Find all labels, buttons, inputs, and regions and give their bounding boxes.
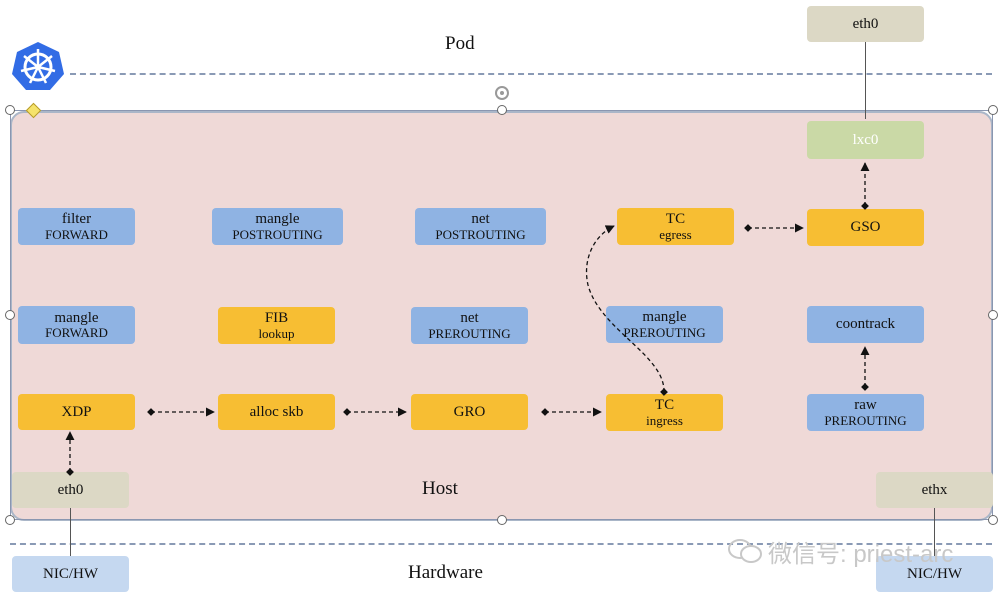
nic-left-link-line xyxy=(70,508,71,556)
resize-handle-bottom-center[interactable] xyxy=(497,515,507,525)
host-label: Host xyxy=(422,478,458,499)
host-ethx-label: ethx xyxy=(921,481,948,498)
resize-handle-top-right[interactable] xyxy=(988,105,998,115)
mangle-forward-title: mangle xyxy=(54,309,99,326)
pod-separator-line xyxy=(70,73,992,75)
host-eth0-label: eth0 xyxy=(57,481,84,498)
filter-forward-box[interactable]: filter FORWARD xyxy=(18,208,135,245)
pod-eth0-label: eth0 xyxy=(852,15,879,32)
tc-egress-title: TC xyxy=(665,211,686,228)
fib-lookup-subtitle: lookup xyxy=(258,325,295,341)
hardware-label: Hardware xyxy=(408,562,483,583)
resize-handle-middle-right[interactable] xyxy=(988,310,998,320)
watermark-text: 微信号: priest-arc xyxy=(768,540,954,568)
net-prerouting-subtitle: PREROUTING xyxy=(428,325,511,341)
tc-ingress-title: TC xyxy=(654,397,675,414)
conntrack-label: coontrack xyxy=(835,316,896,333)
conntrack-box[interactable]: coontrack xyxy=(807,306,924,343)
tc-ingress-box[interactable]: TC ingress xyxy=(606,394,723,431)
tc-ingress-subtitle: ingress xyxy=(646,412,683,428)
host-eth0-box[interactable]: eth0 xyxy=(12,472,129,508)
resize-handle-middle-left[interactable] xyxy=(5,310,15,320)
nic-right-box[interactable]: NIC/HW xyxy=(876,556,993,592)
nic-left-box[interactable]: NIC/HW xyxy=(12,556,129,592)
xdp-label: XDP xyxy=(61,403,92,420)
mangle-forward-box[interactable]: mangle FORWARD xyxy=(18,306,135,344)
lxc0-box[interactable]: lxc0 xyxy=(807,121,924,159)
host-ethx-box[interactable]: ethx xyxy=(876,472,993,508)
xdp-box[interactable]: XDP xyxy=(18,394,135,430)
nic-right-link-line xyxy=(934,508,935,556)
raw-prerouting-box[interactable]: raw PREROUTING xyxy=(807,394,924,431)
kubernetes-logo-icon xyxy=(10,40,66,92)
wechat-icon xyxy=(728,538,762,564)
rotate-handle-icon[interactable] xyxy=(495,86,509,100)
fib-lookup-box[interactable]: FIB lookup xyxy=(218,307,335,344)
watermark: 微信号: priest-arc xyxy=(728,535,954,568)
mangle-postrouting-box[interactable]: mangle POSTROUTING xyxy=(212,208,343,245)
fib-lookup-title: FIB xyxy=(264,310,289,327)
resize-handle-top-left[interactable] xyxy=(5,105,15,115)
arrow-tc-ingress-to-tc-egress xyxy=(586,225,668,396)
filter-forward-title: filter xyxy=(61,211,92,228)
lxc0-label: lxc0 xyxy=(852,131,879,148)
gso-box[interactable]: GSO xyxy=(807,209,924,246)
net-postrouting-subtitle: POSTROUTING xyxy=(435,226,526,242)
hardware-separator-line xyxy=(10,543,992,545)
gro-box[interactable]: GRO xyxy=(411,394,528,430)
raw-prerouting-title: raw xyxy=(854,397,877,414)
alloc-skb-box[interactable]: alloc skb xyxy=(218,394,335,430)
filter-forward-subtitle: FORWARD xyxy=(45,226,108,242)
raw-prerouting-subtitle: PREROUTING xyxy=(824,412,907,428)
resize-handle-bottom-right[interactable] xyxy=(988,515,998,525)
pod-eth0-box[interactable]: eth0 xyxy=(807,6,924,42)
nic-left-label: NIC/HW xyxy=(43,565,98,582)
mangle-forward-subtitle: FORWARD xyxy=(45,325,108,341)
net-prerouting-title: net xyxy=(460,310,479,327)
net-prerouting-box[interactable]: net PREROUTING xyxy=(411,307,528,344)
alloc-skb-label: alloc skb xyxy=(249,403,304,420)
net-postrouting-title: net xyxy=(471,211,490,228)
pod-label: Pod xyxy=(445,33,475,54)
gso-label: GSO xyxy=(850,219,881,236)
mangle-postrouting-subtitle: POSTROUTING xyxy=(232,226,323,242)
gro-label: GRO xyxy=(453,403,486,420)
net-postrouting-box[interactable]: net POSTROUTING xyxy=(415,208,546,245)
resize-handle-bottom-left[interactable] xyxy=(5,515,15,525)
mangle-postrouting-title: mangle xyxy=(255,211,300,228)
nic-right-label: NIC/HW xyxy=(907,565,962,582)
pod-eth0-link-line xyxy=(865,42,866,119)
resize-handle-top-center[interactable] xyxy=(497,105,507,115)
